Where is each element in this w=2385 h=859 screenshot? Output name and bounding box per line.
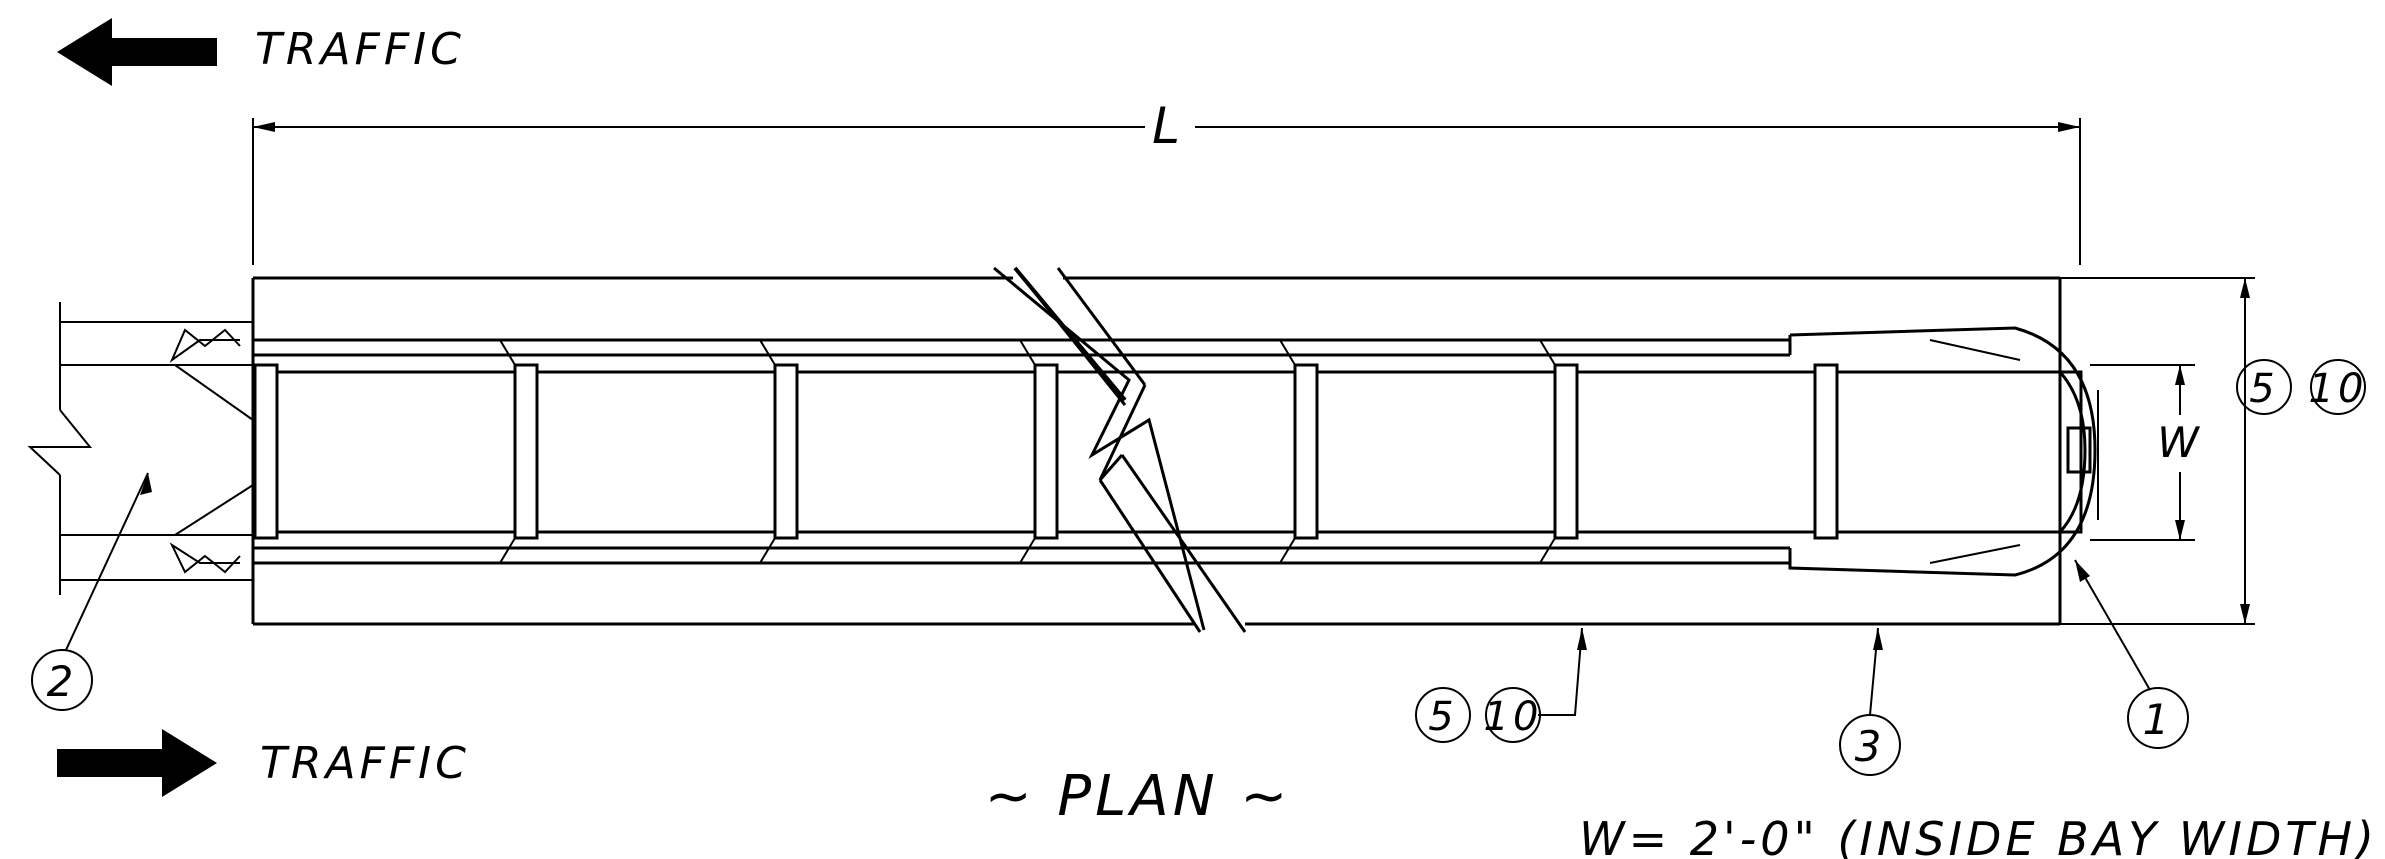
width-note: W= 2'-0" (INSIDE BAY WIDTH) [1579, 812, 2378, 859]
length-label: L [1152, 97, 1184, 155]
concrete-pad [251, 276, 2062, 626]
callout-5-right-circle [2236, 359, 2292, 415]
callout-5-right: 5 [2249, 366, 2278, 412]
callout-10-bottom-circle [1485, 687, 1541, 743]
callout-5-bottom: 5 [1428, 694, 1457, 740]
traffic-right-arrow-icon [57, 729, 217, 797]
traffic-top-label: TRAFFIC [255, 24, 465, 75]
traffic-left-arrow-icon [57, 18, 217, 86]
callout-1-circle [2127, 687, 2189, 749]
bays [275, 370, 2083, 534]
callout-1: 1 [2143, 695, 2174, 744]
callout-2-circle [31, 649, 93, 711]
existing-barrier [27, 302, 254, 595]
callout-2-leader [65, 472, 149, 651]
length-dimension [252, 118, 2081, 265]
panel-slopes [499, 339, 1556, 564]
width-label: W [2157, 418, 2203, 467]
plan-title: ~ PLAN ~ [985, 764, 1292, 829]
callout-1-leader [2074, 559, 2151, 691]
callout-5-bottom-circle [1415, 687, 1471, 743]
callout-10-right: 10 [2309, 366, 2368, 412]
callout-2: 2 [47, 657, 78, 706]
callout-10-right-circle [2310, 359, 2366, 415]
nose-piece [1788, 326, 2099, 577]
width-dimension [2090, 364, 2195, 541]
callout-10-bottom: 10 [1484, 694, 1543, 740]
pad-width-dimension [2060, 277, 2255, 625]
traffic-bottom-label: TRAFFIC [260, 738, 470, 789]
terminal-rails [169, 328, 1790, 574]
diaphragms [253, 363, 1839, 540]
callout-5-10-leader [1538, 627, 1583, 716]
callout-3-circle [1839, 714, 1901, 776]
break-line [993, 266, 1247, 633]
callout-3: 3 [1855, 722, 1886, 771]
